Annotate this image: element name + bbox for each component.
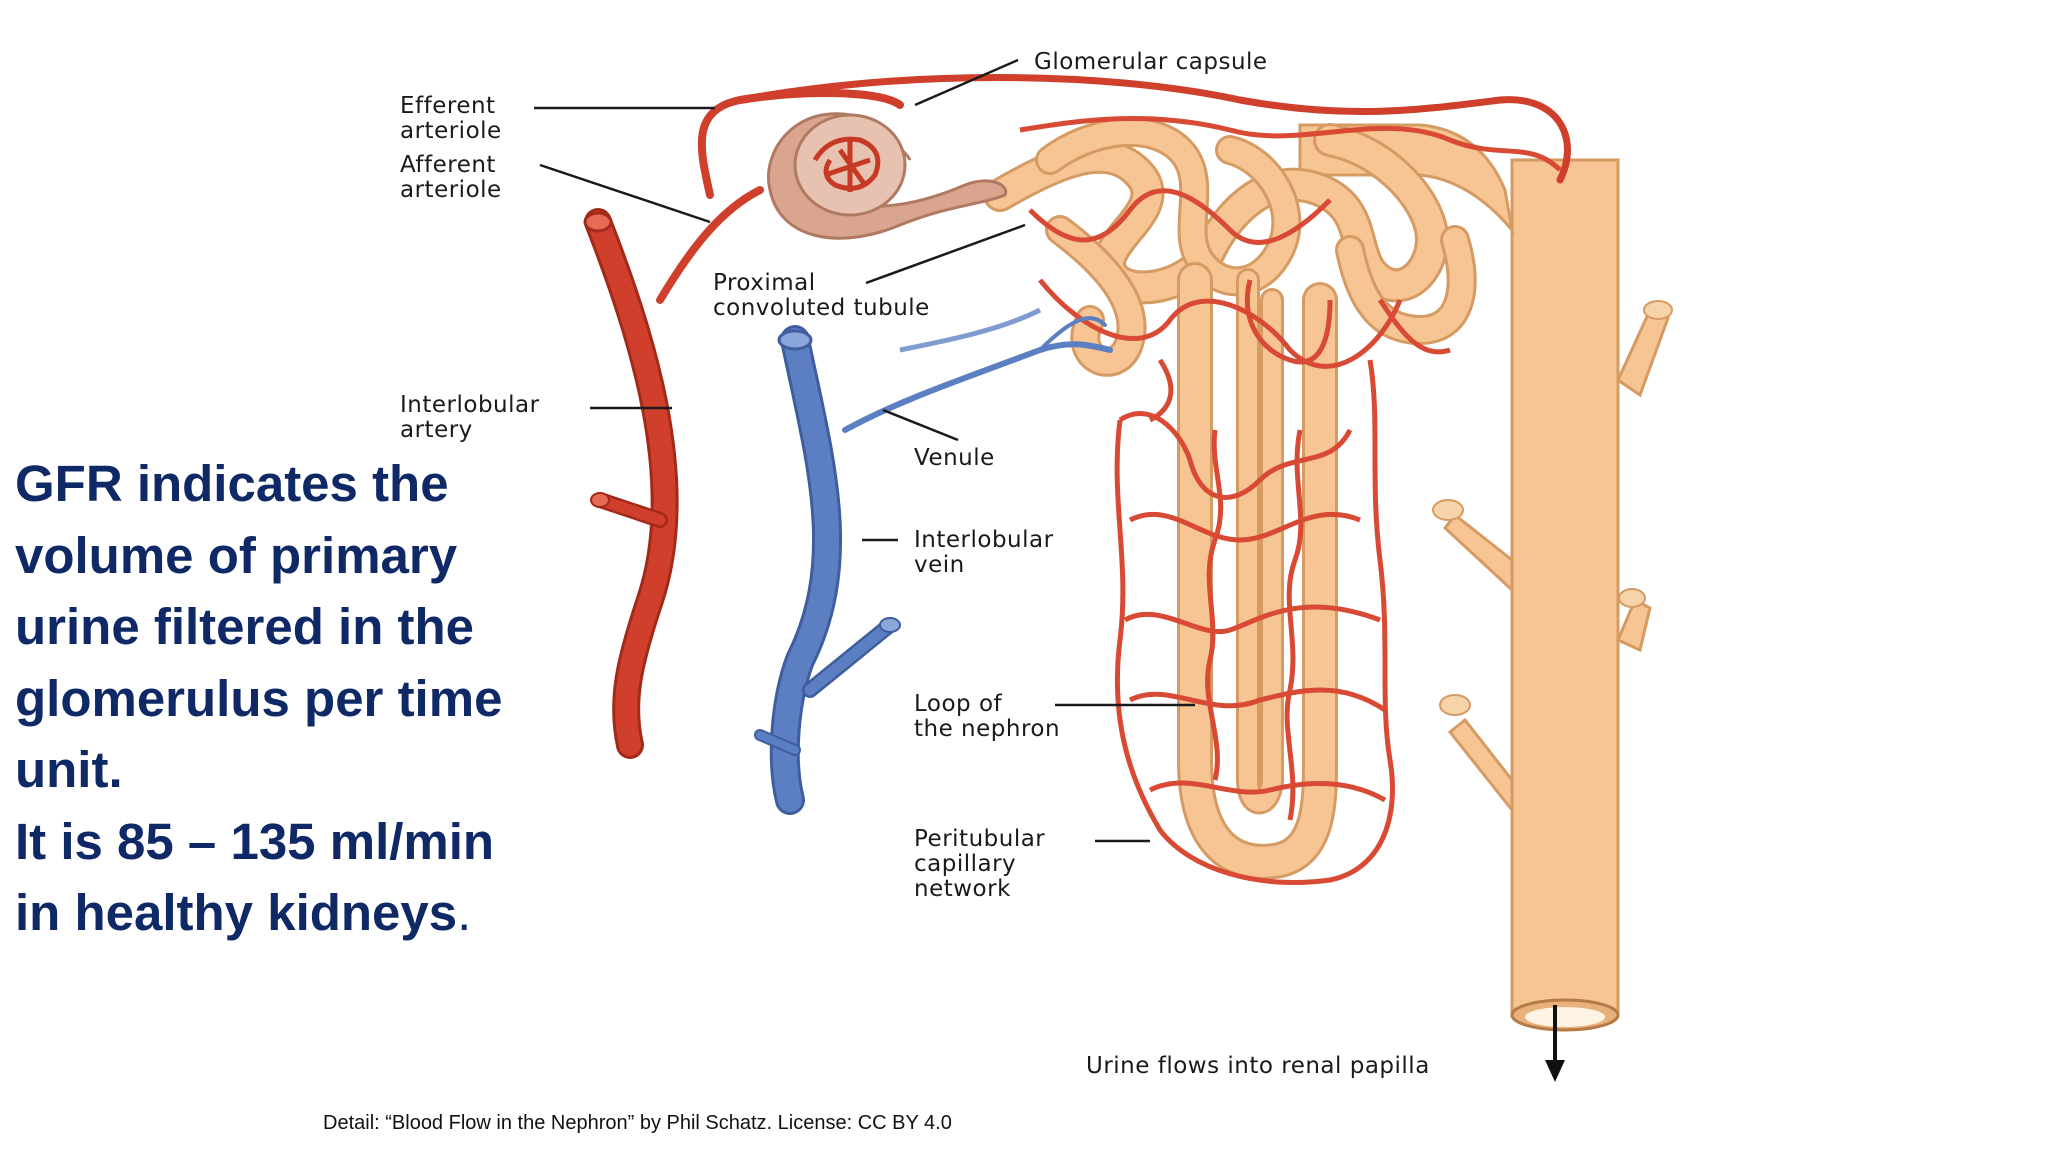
- label-interlobular-vein-line1: Interlobular: [914, 527, 1054, 553]
- label-proximal-line2: convoluted tubule: [713, 295, 930, 321]
- gfr-text-end-punct: .: [457, 884, 472, 941]
- label-afferent-arteriole: Afferent arteriole: [400, 153, 502, 203]
- image-credit: Detail: “Blood Flow in the Nephron” by P…: [323, 1112, 952, 1134]
- label-afferent-arteriole-line1: Afferent: [400, 152, 496, 178]
- gfr-text-line-7-bold: in healthy kidneys: [15, 884, 458, 941]
- label-interlobular-vein: Interlobular vein: [914, 528, 1054, 578]
- label-glomerular-capsule: Glomerular capsule: [1034, 49, 1268, 75]
- label-interlobular-artery-line1: Interlobular: [400, 392, 540, 418]
- label-afferent-arteriole-line2: arteriole: [400, 177, 502, 203]
- label-loop-line2: the nephron: [914, 716, 1061, 742]
- label-interlobular-artery-line2: artery: [400, 417, 473, 443]
- gfr-text-line-3: urine filtered in the: [15, 598, 475, 655]
- gfr-text-line-6: It is 85 – 135 ml/min: [15, 812, 495, 870]
- label-loop-line1: Loop of: [914, 691, 1003, 717]
- urine-flow-arrow: [1545, 1005, 1565, 1082]
- nephron-tubule: [983, 116, 1477, 880]
- label-efferent-arteriole: Efferent arteriole: [400, 94, 502, 144]
- glomerular-capsule: [767, 112, 1008, 240]
- label-interlobular-vein-line2: vein: [914, 552, 965, 578]
- peritubular-capillary-network: [899, 115, 1562, 885]
- label-urine-flow: Urine flows into renal papilla: [1086, 1053, 1430, 1079]
- leader-lines: [534, 58, 1195, 843]
- label-proximal-line1: Proximal: [713, 270, 816, 296]
- gfr-text-line-1: GFR indicates the: [15, 455, 449, 512]
- label-peritubular-line1: Peritubular: [914, 826, 1046, 852]
- label-efferent-arteriole-line1: Efferent: [400, 93, 496, 119]
- label-peritubular-line2: capillary: [914, 851, 1017, 877]
- gfr-text-line-7: in healthy kidneys.: [15, 877, 575, 949]
- label-loop-of-nephron: Loop of the nephron: [914, 692, 1060, 742]
- label-efferent-arteriole-line2: arteriole: [400, 118, 502, 144]
- gfr-text-line-5: unit.: [15, 741, 123, 798]
- gfr-text-line-2: volume of primary: [15, 526, 458, 584]
- label-proximal-convoluted-tubule: Proximal convoluted tubule: [713, 271, 930, 321]
- venous-vessels: [754, 316, 1113, 815]
- arterial-vessels: [583, 74, 1571, 759]
- label-interlobular-artery: Interlobular artery: [400, 393, 540, 443]
- label-peritubular-line3: network: [914, 876, 1011, 902]
- label-peritubular-capillary-network: Peritubular capillary network: [914, 827, 1045, 902]
- gfr-definition-text: GFR indicates the volume of primary urin…: [15, 448, 575, 949]
- label-venule: Venule: [914, 445, 995, 471]
- collecting-duct: [1298, 123, 1673, 1032]
- gfr-text-line-4: glomerulus per time: [15, 669, 503, 727]
